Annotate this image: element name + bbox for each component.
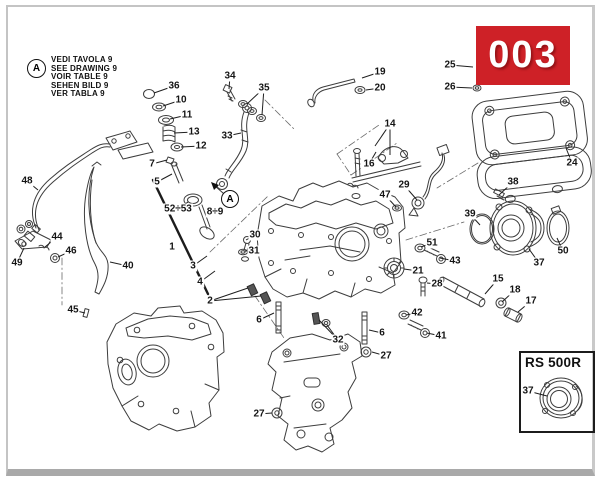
reference-note-line: VER TABLA 9 (51, 89, 105, 98)
intake-manifold-drawing (469, 188, 570, 256)
cylinder-head-main-drawing (238, 146, 422, 300)
reference-note-line: SEHEN BILD 9 (51, 80, 109, 90)
fasteners-drawing (246, 243, 523, 419)
valve-cover-drawing (471, 84, 592, 203)
construction-lines (61, 99, 479, 339)
drawing-number-badge: 003 (476, 26, 570, 85)
reference-note-line: VEDI TAVOLA 9 (51, 55, 113, 64)
oil-line-drawing (216, 84, 266, 190)
reference-note-line: VOIR TABLE 9 (51, 72, 108, 81)
rs500r-inset-title: RS 500R (525, 355, 582, 370)
temperature-sensor-drawing (392, 144, 450, 217)
cylinder-head-second-view-drawing (82, 305, 225, 432)
detail-arrow (211, 182, 224, 194)
valve-train-drawing (143, 89, 215, 240)
breather-pipe-drawing (307, 78, 366, 108)
reference-note-line: SEE DRAWING 9 (51, 63, 118, 73)
tensioner-rod-part1 (151, 178, 210, 296)
decompressor-cable-drawing (17, 130, 154, 247)
detail-marker-a: A (221, 190, 239, 208)
inset-flange-drawing (539, 377, 583, 419)
cam-chain-blade-drawing (83, 161, 109, 295)
reference-note-marker: A (27, 59, 46, 78)
rs500r-inset-box: RS 500R (519, 351, 595, 433)
mount-bracket-drawing (267, 333, 363, 453)
